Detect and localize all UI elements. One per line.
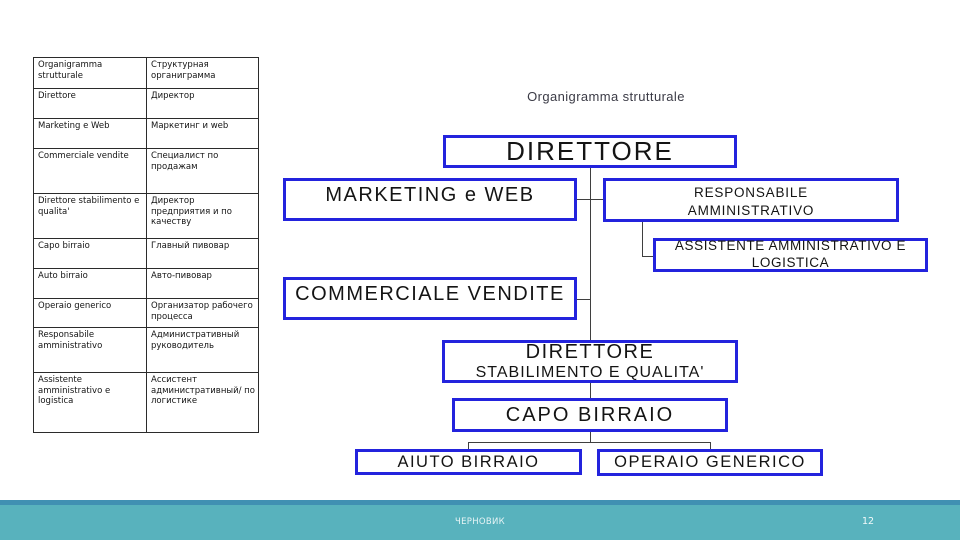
org-node-operaio-generico: OPERAIO GENERICO bbox=[597, 449, 823, 476]
org-node-label: COMMERCIALE VENDITE bbox=[295, 283, 565, 305]
glossary-cell-it: Commerciale vendite bbox=[33, 148, 147, 194]
glossary-cell-it: Organigramma strutturale bbox=[33, 57, 147, 89]
org-node-label: OPERAIO GENERICO bbox=[614, 453, 806, 472]
glossary-cell-it: Direttore stabilimento e qualita' bbox=[33, 193, 147, 239]
connector-stabilimento-capo bbox=[590, 383, 591, 398]
org-node-assistente-amministrativo: ASSISTENTE AMMINISTRATIVO E LOGISTICA bbox=[653, 238, 928, 272]
glossary-cell-it: Capo birraio bbox=[33, 238, 147, 269]
connector-commerciale bbox=[577, 299, 591, 300]
glossary-cell-it: Auto birraio bbox=[33, 268, 147, 299]
footer-accent-strip bbox=[0, 500, 960, 505]
glossary-cell-it: Responsabile amministrativo bbox=[33, 327, 147, 373]
connector-trunk bbox=[590, 167, 591, 340]
slide-page-number: 12 bbox=[862, 516, 875, 527]
connector-stub-aiuto bbox=[468, 442, 469, 449]
org-node-aiuto-birraio: AIUTO BIRRAIO bbox=[355, 449, 582, 475]
glossary-cell-ru: Главный пивовар bbox=[146, 238, 259, 269]
org-node-direttore-stabilimento: DIRETTORE STABILIMENTO E QUALITA' bbox=[442, 340, 738, 383]
chart-title: Organigramma strutturale bbox=[527, 89, 685, 104]
glossary-cell-ru: Структурная органиграмма bbox=[146, 57, 259, 89]
footer-bar bbox=[0, 505, 960, 540]
org-node-marketing-e-web: MARKETING e WEB bbox=[283, 178, 577, 221]
connector-marketing bbox=[577, 199, 603, 200]
org-node-label: DIRETTORE bbox=[506, 135, 674, 166]
glossary-cell-it: Assistente amministrativo e logistica bbox=[33, 372, 147, 433]
glossary-cell-it: Marketing e Web bbox=[33, 118, 147, 149]
org-node-label-line2: AMMINISTRATIVO bbox=[687, 202, 815, 218]
connector-split bbox=[468, 442, 711, 443]
org-node-label: CAPO BIRRAIO bbox=[505, 403, 675, 426]
connector-stub-operaio bbox=[710, 442, 711, 449]
connector-assistente-vertical bbox=[642, 222, 643, 256]
glossary-cell-ru: Организатор рабочего процесса bbox=[146, 298, 259, 328]
org-node-label-line1: RESPONSABILE bbox=[694, 185, 808, 200]
glossary-cell-it: Direttore bbox=[33, 88, 147, 119]
glossary-cell-ru: Специалист по продажам bbox=[146, 148, 259, 194]
org-node-responsabile-amministrativo: RESPONSABILE AMMINISTRATIVO bbox=[603, 178, 899, 222]
org-node-label: AIUTO BIRRAIO bbox=[397, 452, 540, 471]
glossary-cell-ru: Директор bbox=[146, 88, 259, 119]
glossary-cell-ru: Авто-пивовар bbox=[146, 268, 259, 299]
org-node-label-line1: DIRETTORE bbox=[525, 340, 655, 363]
org-node-label-line2: STABILIMENTO E QUALITA' bbox=[475, 363, 705, 381]
glossary-cell-ru: Директор предприятия и по качеству bbox=[146, 193, 259, 239]
table-row: Direttore stabilimento e qualita'Директо… bbox=[33, 193, 259, 239]
org-node-label-line1: ASSISTENTE AMMINISTRATIVO E bbox=[674, 238, 907, 254]
org-node-label-line2: LOGISTICA bbox=[751, 255, 830, 270]
glossary-cell-ru: Маркетинг и web bbox=[146, 118, 259, 149]
connector-assistente-horizontal bbox=[642, 256, 653, 257]
glossary-cell-ru: Ассистент административный/ по логистике bbox=[146, 372, 259, 433]
org-node-commerciale-vendite: COMMERCIALE VENDITE bbox=[283, 277, 577, 320]
glossary-cell-it: Operaio generico bbox=[33, 298, 147, 328]
org-node-label: MARKETING e WEB bbox=[325, 184, 535, 206]
org-node-direttore: DIRETTORE bbox=[443, 135, 737, 168]
glossary-cell-ru: Административный руководитель bbox=[146, 327, 259, 373]
org-node-capo-birraio: CAPO BIRRAIO bbox=[452, 398, 728, 432]
footer-status-text: ЧЕРНОВИК bbox=[454, 517, 506, 527]
connector-capo-down bbox=[590, 432, 591, 442]
